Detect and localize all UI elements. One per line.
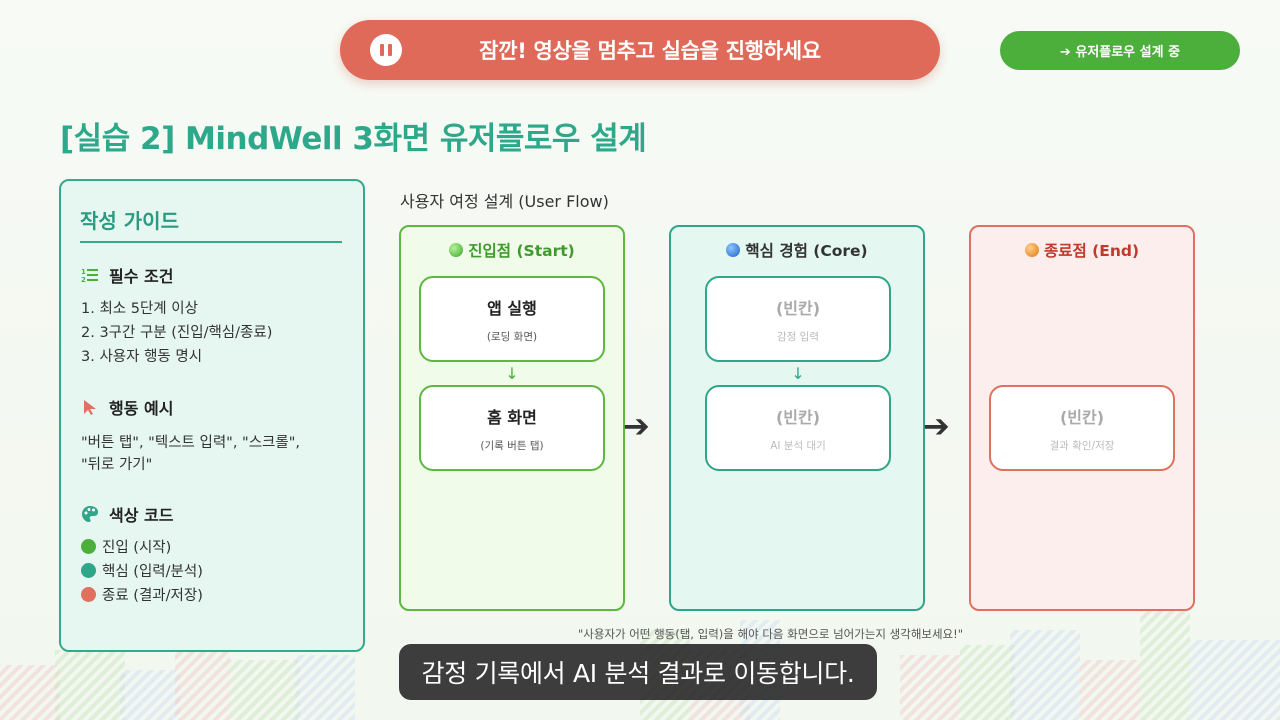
video-subtitle: 감정 기록에서 AI 분석 결과로 이동합니다. (399, 644, 877, 700)
color-legend-item: 종료 (결과/저장) (81, 584, 203, 605)
color-legend-item: 진입 (시작) (81, 536, 171, 557)
requirement-item: 2. 3구간 구분 (진입/핵심/종료) (81, 325, 273, 341)
requirement-item: 3. 사용자 행동 명시 (81, 349, 203, 365)
action-example-line: "뒤로 가기" (81, 457, 153, 473)
green-circle-icon (449, 243, 464, 257)
pause-icon[interactable] (370, 34, 402, 66)
requirements-heading-text: 필수 조건 (109, 267, 174, 286)
end-column: 종료점 (End) (빈칸) 결과 확인/저장 (969, 225, 1195, 611)
numbered-list-icon: 1 2 (81, 268, 98, 284)
color-legend-item: 핵심 (입력/분석) (81, 560, 203, 581)
flow-node-app-launch[interactable]: 앱 실행 (로딩 화면) (419, 276, 605, 362)
start-column: 진입점 (Start) 앱 실행 (로딩 화면) ↓ 홈 화면 (기록 버튼 탭… (399, 225, 625, 611)
actions-heading-text: 행동 예시 (109, 399, 174, 418)
node-title: (빈칸) (775, 298, 821, 318)
colors-heading: 색상 코드 (81, 502, 173, 526)
svg-text:1: 1 (81, 268, 86, 276)
pause-banner: 잠깐! 영상을 멈추고 실습을 진행하세요 (340, 20, 940, 80)
core-column-heading: 핵심 경험 (Core) (671, 239, 923, 261)
node-subtitle: AI 분석 대기 (770, 439, 826, 452)
banner-text: 잠깐! 영상을 멈추고 실습을 진행하세요 (479, 39, 821, 63)
node-subtitle: (기록 버튼 탭) (480, 439, 544, 452)
status-pill: ➔ 유저플로우 설계 중 (1000, 31, 1240, 70)
guide-panel: 작성 가이드 1 2 필수 조건 1. 최소 5단계 이상 2. 3구간 구분 … (59, 179, 365, 652)
node-subtitle: 결과 확인/저장 (1049, 439, 1115, 452)
flow-node-core-2[interactable]: (빈칸) AI 분석 대기 (705, 385, 891, 471)
page-title: [실습 2] MindWell 3화면 유저플로우 설계 (60, 121, 647, 157)
svg-text:2: 2 (81, 276, 86, 284)
node-subtitle: (로딩 화면) (486, 330, 538, 343)
node-title: 앱 실행 (487, 298, 537, 318)
cursor-icon (84, 400, 96, 415)
actions-heading: 행동 예시 (81, 395, 173, 419)
node-title: (빈칸) (1059, 407, 1105, 427)
core-column: 핵심 경험 (Core) (빈칸) 감정 입력 ↓ (빈칸) AI 분석 대기 (669, 225, 925, 611)
green-dot-icon (81, 539, 96, 554)
guide-title: 작성 가이드 (80, 209, 179, 233)
requirement-item: 1. 최소 5단계 이상 (81, 301, 198, 317)
teal-dot-icon (81, 563, 96, 578)
orange-circle-icon (1024, 243, 1039, 257)
requirements-heading: 1 2 필수 조건 (81, 263, 173, 287)
guide-divider (80, 241, 342, 243)
node-subtitle: 감정 입력 (777, 330, 819, 343)
node-title: 홈 화면 (487, 407, 537, 427)
right-arrow-icon: ➔ (623, 407, 650, 445)
red-dot-icon (81, 587, 96, 602)
flow-node-home[interactable]: 홈 화면 (기록 버튼 탭) (419, 385, 605, 471)
palette-icon (82, 506, 98, 522)
down-arrow-icon: ↓ (505, 364, 519, 383)
start-column-heading: 진입점 (Start) (401, 239, 623, 261)
user-flow-label: 사용자 여정 설계 (User Flow) (400, 192, 609, 211)
right-arrow-icon: ➔ (923, 407, 950, 445)
down-arrow-icon: ↓ (791, 364, 805, 383)
flow-node-end[interactable]: (빈칸) 결과 확인/저장 (989, 385, 1175, 471)
blue-circle-icon (726, 243, 741, 257)
flow-node-core-1[interactable]: (빈칸) 감정 입력 (705, 276, 891, 362)
node-title: (빈칸) (775, 407, 821, 427)
hint-text: "사용자가 어떤 행동(탭, 입력)을 해야 다음 화면으로 넘어가는지 생각해… (578, 627, 964, 641)
colors-heading-text: 색상 코드 (109, 506, 174, 525)
end-column-heading: 종료점 (End) (971, 239, 1193, 261)
action-example-line: "버튼 탭", "텍스트 입력", "스크롤", (81, 435, 301, 451)
